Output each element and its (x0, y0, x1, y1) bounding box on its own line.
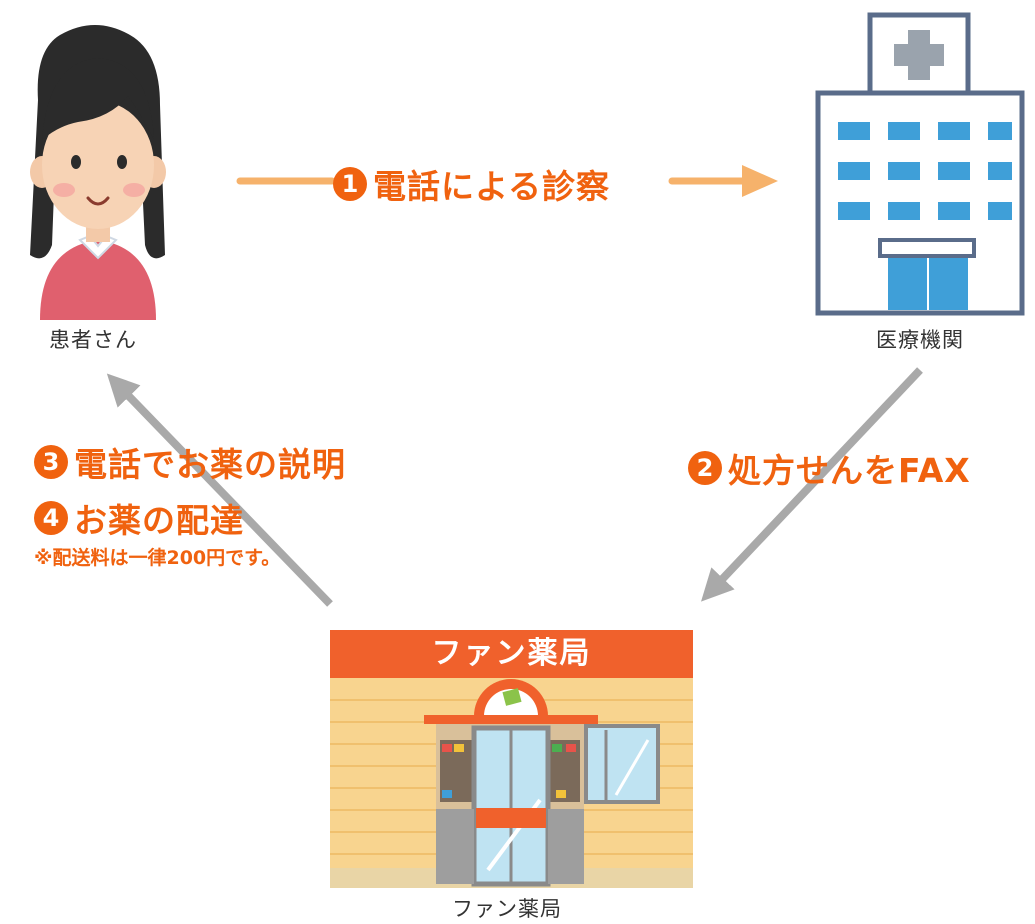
pharmacy-label: ファン薬局 (452, 897, 562, 921)
step-2-number: 2 (688, 451, 722, 485)
step-3: 3 電話でお薬の説明 (34, 438, 346, 486)
step-4: 4 お薬の配達 (34, 494, 244, 542)
step-4-number: 4 (34, 501, 68, 535)
step-1-text: 電話による診察 (373, 167, 611, 206)
arrow-step-2 (701, 367, 923, 602)
hospital-label: 医療機関 (876, 328, 964, 352)
pharmacy-illustration (330, 630, 693, 888)
shipping-note: ※配送料は一律200円です。 (34, 547, 281, 569)
patient-illustration (30, 25, 166, 320)
step-2: 2 処方せんをFAX (688, 444, 971, 492)
arrow-step-3-4 (106, 373, 333, 607)
arrow-step-1 (236, 165, 778, 197)
step-2-text: 処方せんをFAX (728, 451, 971, 490)
pharmacy-sign: ファン薬局 (431, 636, 592, 671)
step-3-number: 3 (34, 445, 68, 479)
step-3-text: 電話でお薬の説明 (74, 445, 346, 484)
step-4-text: お薬の配達 (74, 501, 244, 540)
step-1-number: 1 (333, 167, 367, 201)
patient-label: 患者さん (49, 328, 137, 352)
step-1: 1 電話による診察 (333, 160, 610, 208)
hospital-illustration (815, 12, 1025, 316)
